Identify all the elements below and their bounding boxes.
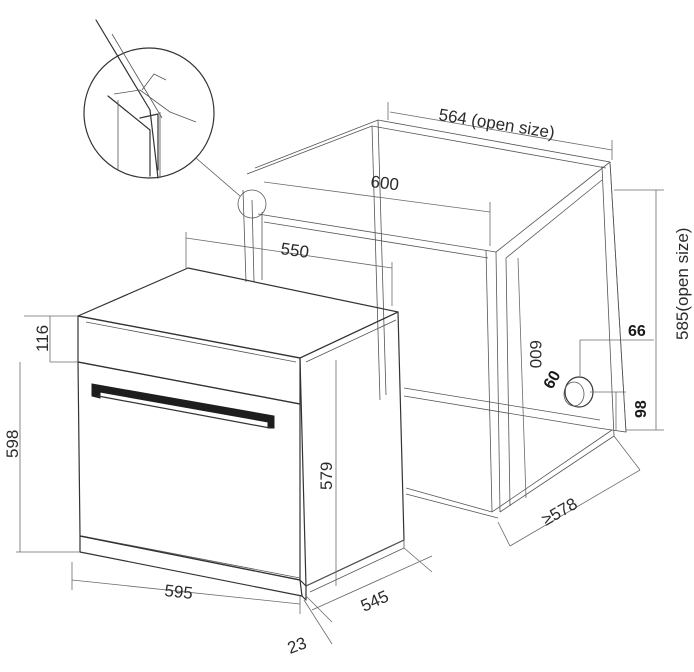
label-side-depth: 545 [358,587,392,616]
label-cable-offset: 66 [628,323,646,340]
cabinet-frame [242,119,627,519]
door-handle [91,383,275,429]
oven [77,267,405,601]
label-oven-width: 595 [164,581,194,603]
label-front-height: 579 [317,462,336,490]
oven-top [77,267,399,359]
detail-magnifier [83,19,267,219]
oven-side [299,311,405,587]
cable-hole [564,376,594,408]
label-cabinet-width: 600 [370,172,400,194]
label-min-depth: ≥578 [539,494,581,529]
label-cabinet-inner-height: 600 [526,340,545,368]
label-cable-hole-diameter: 60 [541,368,565,392]
dimension-lines [16,102,664,645]
oven-door [77,361,301,581]
label-oven-height: 598 [3,430,22,458]
label-control-panel-height: 116 [33,325,52,352]
label-cabinet-depth: 564 (open size) [437,105,556,142]
label-oven-depth: 550 [279,239,310,262]
label-cabinet-height: 585(open size) [673,228,692,340]
label-cable-height: 98 [633,400,650,418]
label-door-thickness: 23 [285,633,309,657]
